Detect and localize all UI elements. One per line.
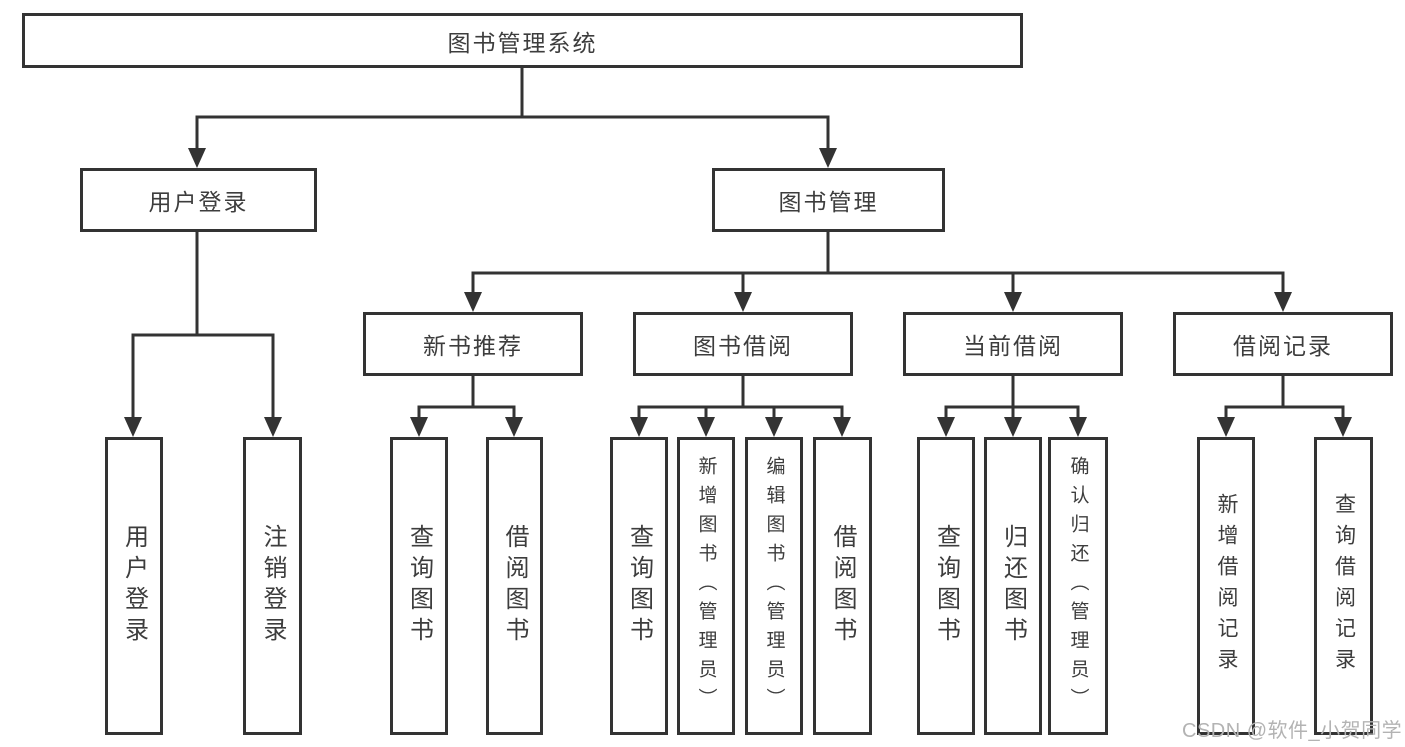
leaf-query-books: 查询图书 <box>390 437 448 735</box>
node-book-borrowing: 图书借阅 <box>633 312 853 376</box>
node-library-management-system: 图书管理系统 <box>22 13 1023 68</box>
csdn-watermark: CSDN @软件_小贺同学 <box>1182 720 1403 742</box>
leaf-query-books-2: 查询图书 <box>610 437 668 735</box>
leaf-logout: 注销登录 <box>243 437 302 735</box>
node-new-book-recommendation: 新书推荐 <box>363 312 583 376</box>
node-book-management: 图书管理 <box>712 168 945 232</box>
leaf-return-books: 归还图书 <box>984 437 1042 735</box>
leaf-confirm-return-admin: 确认归还（管理员） <box>1048 437 1108 735</box>
tree-edges <box>131 66 1345 423</box>
leaf-borrow-books-2: 借阅图书 <box>813 437 872 735</box>
leaf-user-login: 用户登录 <box>105 437 163 735</box>
node-user-login: 用户登录 <box>80 168 317 232</box>
leaf-add-borrowing-record: 新增借阅记录 <box>1197 437 1255 735</box>
node-current-borrowing: 当前借阅 <box>903 312 1123 376</box>
leaf-query-books-3: 查询图书 <box>917 437 975 735</box>
leaf-add-books-admin: 新增图书（管理员） <box>677 437 735 735</box>
node-borrowing-records: 借阅记录 <box>1173 312 1393 376</box>
leaf-query-borrowing-record: 查询借阅记录 <box>1314 437 1373 735</box>
leaf-borrow-books: 借阅图书 <box>486 437 543 735</box>
arrowhead-icons <box>124 148 1352 437</box>
leaf-edit-books-admin: 编辑图书（管理员） <box>745 437 803 735</box>
